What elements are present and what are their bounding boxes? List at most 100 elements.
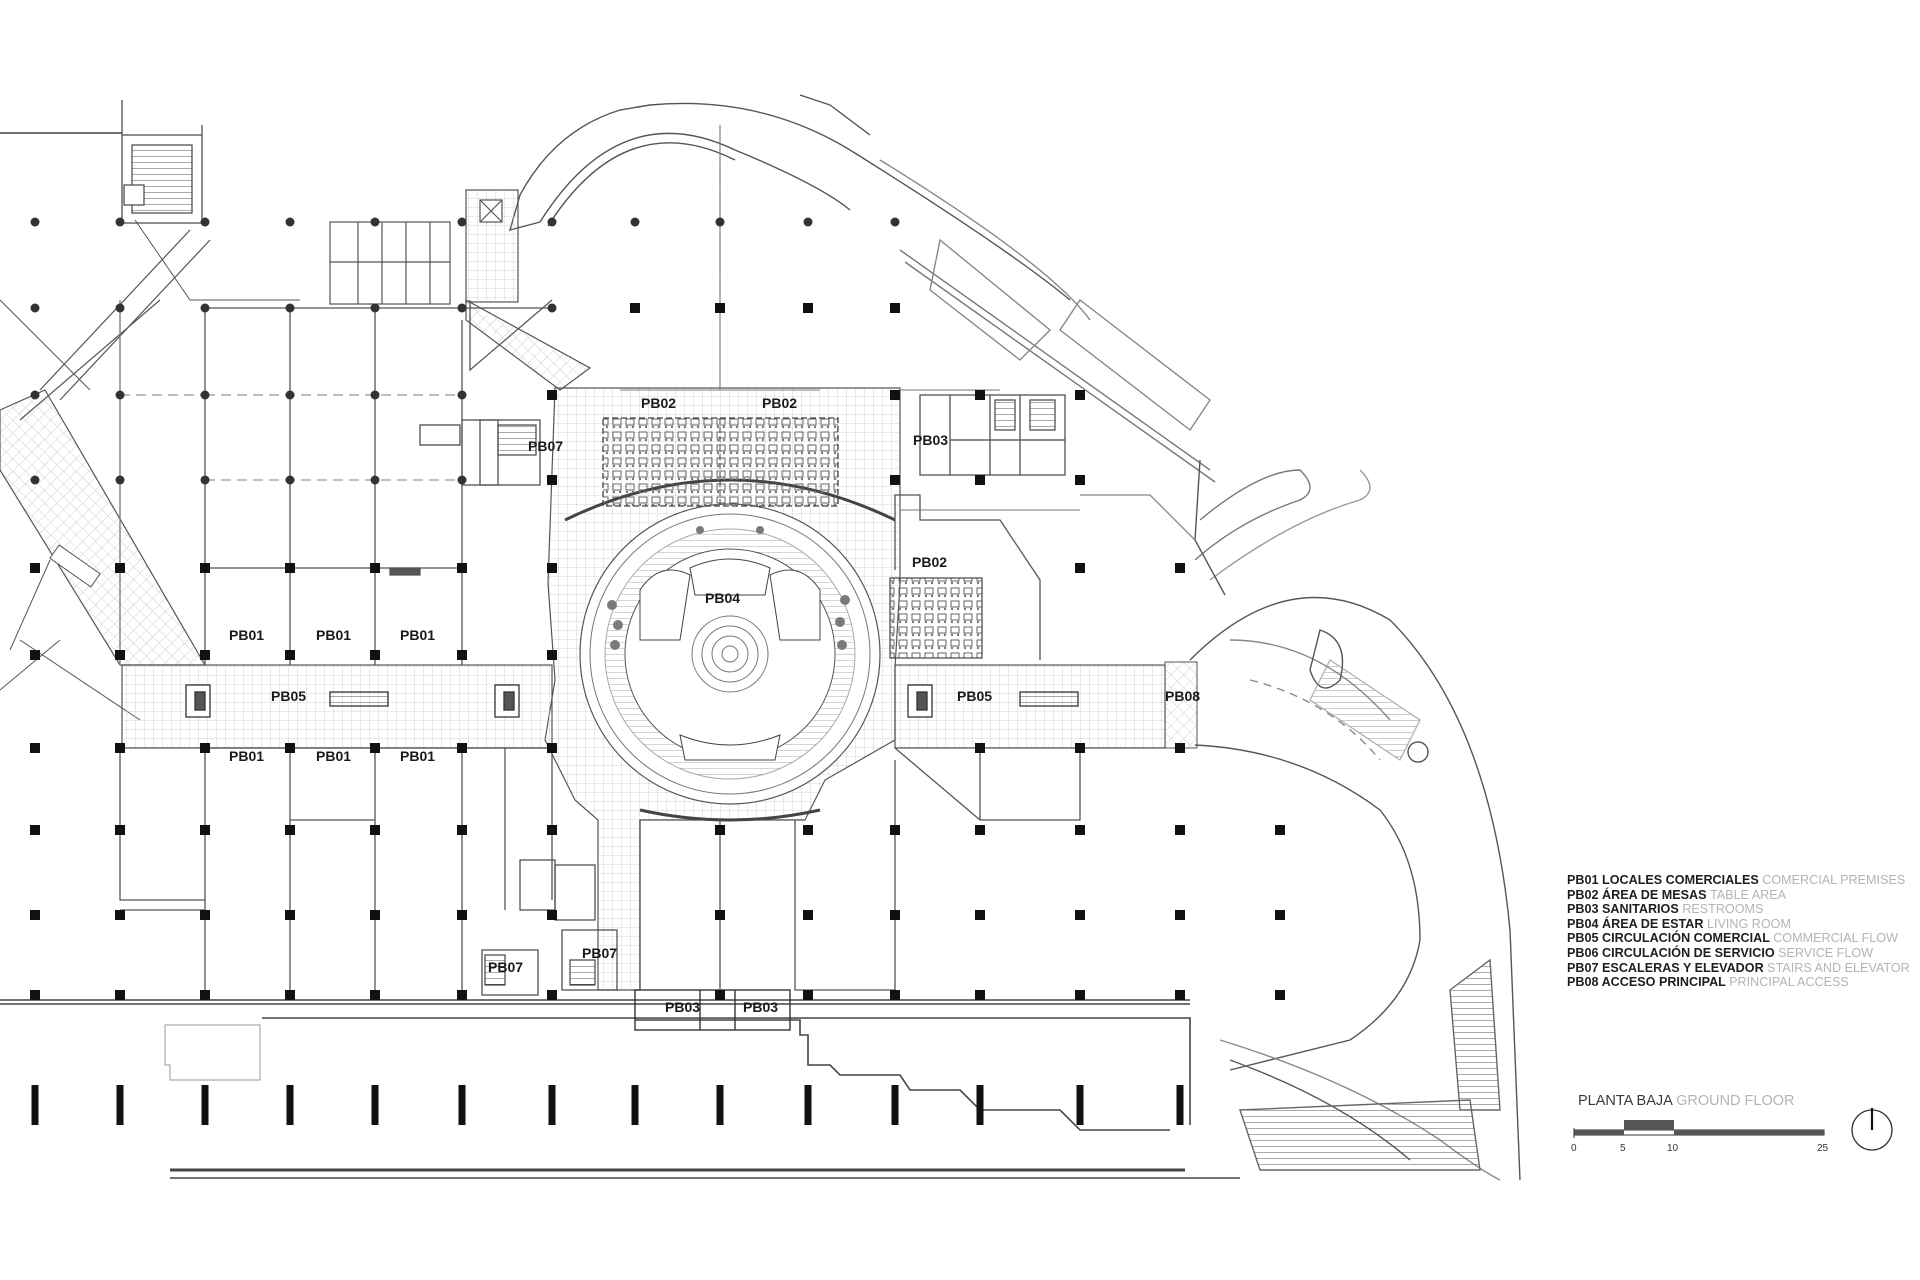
column xyxy=(370,217,380,227)
column xyxy=(285,475,295,485)
legend-code-label: PB01 xyxy=(1567,873,1599,887)
column xyxy=(890,475,900,485)
column xyxy=(547,825,557,835)
legend-code-label: PB07 xyxy=(1567,960,1599,975)
column xyxy=(457,910,467,920)
column xyxy=(457,217,467,227)
room-labels: PB02 PB02 PB03 PB07 PB02 PB04 PB01 PB01 … xyxy=(229,395,1200,1015)
column xyxy=(285,563,295,573)
column xyxy=(370,303,380,313)
column xyxy=(1175,563,1185,573)
column xyxy=(200,563,210,573)
central-plaza xyxy=(544,387,901,991)
legend-english-label: TABLE AREA xyxy=(1710,887,1787,902)
column xyxy=(890,217,900,227)
legend-row: PB01 LOCALES COMERCIALES COMERCIAL PREMI… xyxy=(1567,873,1910,888)
legend-row: PB03 SANITARIOS RESTROOMS xyxy=(1567,902,1910,917)
column xyxy=(457,390,467,400)
legend-spanish-label: CIRCULACIÓN COMERCIAL xyxy=(1602,931,1770,946)
room-label-pb01: PB01 xyxy=(316,627,351,643)
column xyxy=(370,563,380,573)
column xyxy=(285,217,295,227)
legend-row: PB04 ÁREA DE ESTAR LIVING ROOM xyxy=(1567,917,1910,932)
column xyxy=(285,910,295,920)
column xyxy=(716,1085,724,1125)
scale-label: 0 xyxy=(1571,1143,1577,1154)
column xyxy=(891,1085,899,1125)
column xyxy=(1175,743,1185,753)
column xyxy=(285,743,295,753)
column xyxy=(1076,1085,1084,1125)
column xyxy=(975,990,985,1000)
title-es: PLANTA BAJA xyxy=(1578,1093,1673,1109)
column xyxy=(115,650,125,660)
column xyxy=(547,217,557,227)
legend-spanish-label: SANITARIOS xyxy=(1602,902,1679,917)
column xyxy=(457,743,467,753)
commercial-flow-corridor xyxy=(121,661,1198,749)
legend-code-label: PB02 xyxy=(1567,887,1599,902)
legend-spanish-label: ACCESO PRINCIPAL xyxy=(1601,975,1726,990)
north-restroom xyxy=(919,394,1066,476)
column xyxy=(715,217,725,227)
legend-code-label: PB08 xyxy=(1567,975,1599,990)
column xyxy=(370,743,380,753)
column xyxy=(457,563,467,573)
scale-label: 10 xyxy=(1667,1143,1679,1154)
column xyxy=(30,650,40,660)
column xyxy=(458,1085,466,1125)
room-label-pb01: PB01 xyxy=(400,748,435,764)
legend-english-label: RESTROOMS xyxy=(1682,902,1764,917)
room-label-pb05: PB05 xyxy=(271,688,306,704)
column xyxy=(285,825,295,835)
column xyxy=(975,390,985,400)
room-label-pb07: PB07 xyxy=(528,438,563,454)
table-areas xyxy=(602,417,983,659)
south-restrooms xyxy=(634,989,791,1031)
column xyxy=(631,1085,639,1125)
legend-code-label: PB05 xyxy=(1567,931,1599,946)
column xyxy=(115,390,125,400)
building-walls xyxy=(0,132,1240,1179)
column xyxy=(890,910,900,920)
room-label-pb01: PB01 xyxy=(229,627,264,643)
column xyxy=(30,563,40,573)
room-label-pb01: PB01 xyxy=(400,627,435,643)
legend-row: PB08 ACCESO PRINCIPAL PRINCIPAL ACCESS xyxy=(1567,975,1910,990)
column xyxy=(457,475,467,485)
column xyxy=(1075,743,1085,753)
column xyxy=(547,990,557,1000)
legend-english-label: STAIRS AND ELEVATOR xyxy=(1767,960,1910,975)
column xyxy=(547,650,557,660)
column xyxy=(1175,825,1185,835)
room-label-pb05: PB05 xyxy=(957,688,992,704)
legend: PB01 LOCALES COMERCIALES COMERCIAL PREMI… xyxy=(1567,873,1910,990)
column xyxy=(200,303,210,313)
legend-row: PB07 ESCALERAS Y ELEVADOR STAIRS AND ELE… xyxy=(1567,961,1910,976)
column xyxy=(457,303,467,313)
column xyxy=(30,990,40,1000)
legend-spanish-label: CIRCULACIÓN DE SERVICIO xyxy=(1602,945,1775,960)
column xyxy=(975,743,985,753)
column xyxy=(371,1085,379,1125)
northwest-diagonal-corridor xyxy=(0,219,300,721)
column xyxy=(200,825,210,835)
column xyxy=(715,825,725,835)
column xyxy=(547,743,557,753)
room-label-pb02: PB02 xyxy=(762,395,797,411)
column xyxy=(457,990,467,1000)
column xyxy=(200,390,210,400)
column xyxy=(285,990,295,1000)
column xyxy=(200,743,210,753)
column xyxy=(370,825,380,835)
column xyxy=(1275,990,1285,1000)
column xyxy=(30,743,40,753)
room-label-pb07: PB07 xyxy=(582,945,617,961)
legend-english-label: COMMERCIAL FLOW xyxy=(1773,931,1898,946)
column xyxy=(975,910,985,920)
column xyxy=(201,1085,209,1125)
column xyxy=(1175,990,1185,1000)
scale-bar xyxy=(1573,1120,1825,1138)
column xyxy=(715,303,725,313)
